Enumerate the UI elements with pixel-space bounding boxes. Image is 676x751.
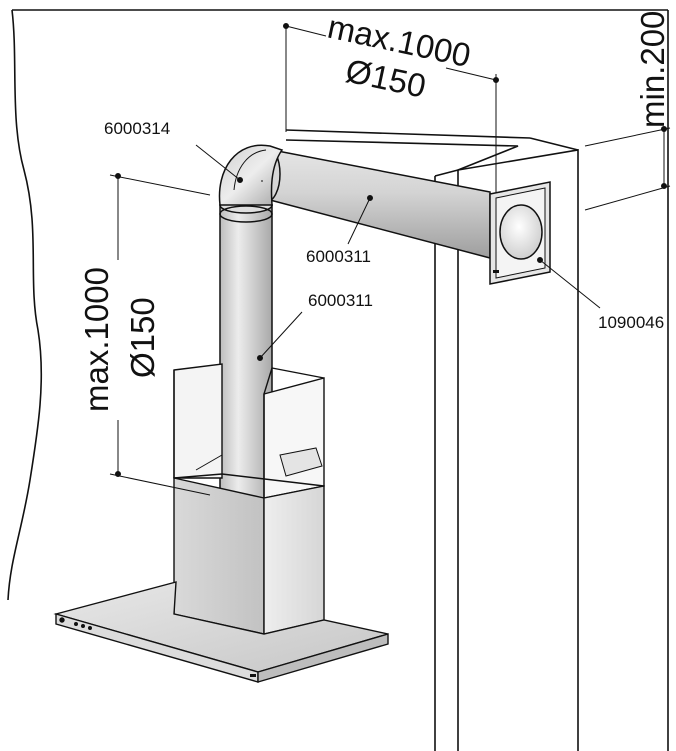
dim-ceiling-gap: min.200 — [634, 11, 671, 128]
elbow-pipe — [218, 144, 284, 206]
label-wall-outlet-part: 1090046 — [598, 313, 664, 332]
wall-outline — [7, 9, 669, 751]
dimension-lines — [109, 23, 671, 496]
horizontal-pipe — [251, 145, 491, 259]
hood-canopy — [53, 581, 389, 683]
leader-lines — [195, 144, 601, 361]
lower-chimney — [173, 473, 325, 635]
label-vertical-pipe-part: 6000311 — [308, 291, 373, 310]
dim-vertical-length: max.1000 — [78, 267, 115, 412]
wall-pilaster — [285, 129, 579, 751]
wall-outlet-grille — [489, 181, 551, 285]
upper-chimney-glass — [173, 363, 325, 499]
label-horizontal-pipe-part: 6000311 — [306, 247, 371, 266]
label-elbow-part: 6000314 — [104, 119, 170, 138]
dim-vertical-diameter: Ø150 — [124, 297, 161, 378]
